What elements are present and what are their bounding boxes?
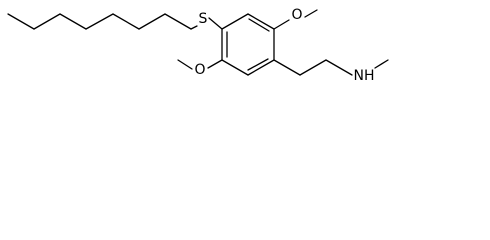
chain-bond bbox=[59, 13, 87, 30]
benzene-ring bbox=[221, 13, 275, 76]
chain-to-sulfur-bond bbox=[190, 25, 198, 30]
chain-bond bbox=[112, 13, 140, 30]
ring-bond bbox=[247, 13, 275, 30]
ring-bond bbox=[221, 13, 249, 30]
chain-bond bbox=[138, 13, 166, 30]
oxygen-to-methyl-bond bbox=[177, 59, 193, 70]
side-chain-bond bbox=[273, 59, 301, 76]
chain-bond bbox=[33, 13, 61, 30]
side-chain-bond bbox=[325, 59, 353, 76]
ring-double-bond bbox=[247, 58, 269, 71]
chain-bond bbox=[164, 13, 192, 30]
ring-to-oxygen-bond bbox=[207, 59, 223, 69]
bottom-oxygen-atom-label: O bbox=[194, 62, 205, 78]
top-oxygen-atom-label: O bbox=[291, 7, 302, 23]
ethylamine-chain bbox=[273, 59, 389, 76]
ring-bond bbox=[247, 59, 275, 76]
ring-double-bond bbox=[248, 18, 270, 32]
heptyl-chain bbox=[7, 13, 192, 30]
sulfur-atom-label: S bbox=[199, 11, 208, 27]
amine-atom-label: NH bbox=[354, 68, 375, 84]
chain-bond bbox=[85, 13, 114, 30]
chemical-structure: S O O NH bbox=[7, 7, 389, 84]
ring-to-oxygen-bond bbox=[273, 19, 290, 30]
amine-to-methyl-bond bbox=[374, 59, 389, 69]
chain-bond bbox=[7, 13, 35, 30]
oxygen-to-methyl-bond bbox=[304, 9, 318, 18]
ring-bond bbox=[221, 59, 249, 76]
side-chain-bond bbox=[299, 59, 327, 76]
sulfur-to-ring-bond bbox=[208, 17, 223, 30]
